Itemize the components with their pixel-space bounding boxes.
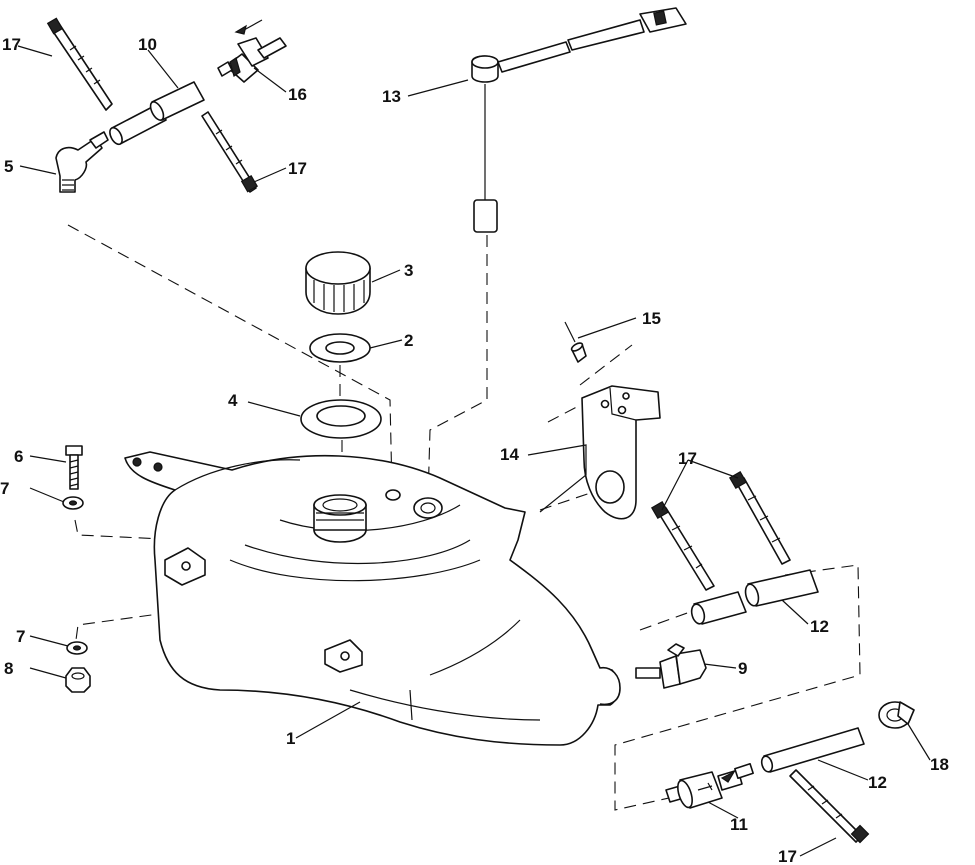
cable-tie-middle (201, 111, 259, 193)
callout-2: 2 (404, 331, 413, 350)
callout-12-lower: 12 (868, 773, 887, 792)
callout-10: 10 (138, 35, 157, 54)
elbow-fitting (55, 131, 109, 193)
callout-7-lower: 7 (16, 627, 25, 646)
callout-17-top-left: 17 (2, 35, 21, 54)
cap-gasket (309, 333, 371, 363)
callout-labels: 17 10 16 5 17 13 3 2 4 15 14 17 6 7 7 8 … (0, 35, 949, 865)
cable-tie-right-b (728, 470, 791, 565)
cable-tie-top-left (46, 17, 113, 111)
cable-tie-bottom (789, 769, 870, 844)
washer-lower (66, 641, 88, 655)
callout-5: 5 (4, 157, 13, 176)
callout-3: 3 (404, 261, 413, 280)
outlet-fitting (635, 643, 707, 689)
callout-17-middle: 17 (288, 159, 307, 178)
callout-9: 9 (738, 659, 747, 678)
fuel-hose-right-upper (690, 569, 819, 625)
neck-seal (300, 399, 382, 439)
callout-17-bottom: 17 (778, 847, 797, 865)
nut (65, 667, 91, 693)
rivet (564, 321, 587, 363)
callout-8: 8 (4, 659, 13, 678)
fuel-hose-upper (109, 81, 205, 146)
washer-upper (62, 496, 84, 510)
callout-14: 14 (500, 445, 519, 464)
callout-1: 1 (286, 729, 295, 748)
fuel-shutoff-valve (217, 19, 287, 83)
callout-7-upper: 7 (0, 479, 9, 498)
callout-6: 6 (14, 447, 23, 466)
fuel-hose-right-lower (760, 727, 865, 773)
callout-11: 11 (730, 815, 748, 834)
inline-fuel-filter (665, 762, 754, 809)
callout-13: 13 (382, 87, 401, 106)
callout-16: 16 (288, 85, 307, 104)
callout-17-right: 17 (678, 449, 697, 468)
hose-clamp (878, 701, 915, 729)
cable-tie-right-a (650, 500, 715, 591)
callout-12-upper: 12 (810, 617, 829, 636)
fuel-cap (305, 251, 371, 315)
fuel-tank (124, 451, 621, 746)
callout-18: 18 (930, 755, 949, 774)
flow-arrow-icon (720, 770, 736, 783)
tank-bracket (581, 385, 661, 520)
leader-lines (17, 45, 931, 857)
callout-4: 4 (228, 391, 238, 410)
bolt (65, 445, 83, 490)
fuel-gauge-sender (471, 7, 687, 233)
callout-15: 15 (642, 309, 661, 328)
